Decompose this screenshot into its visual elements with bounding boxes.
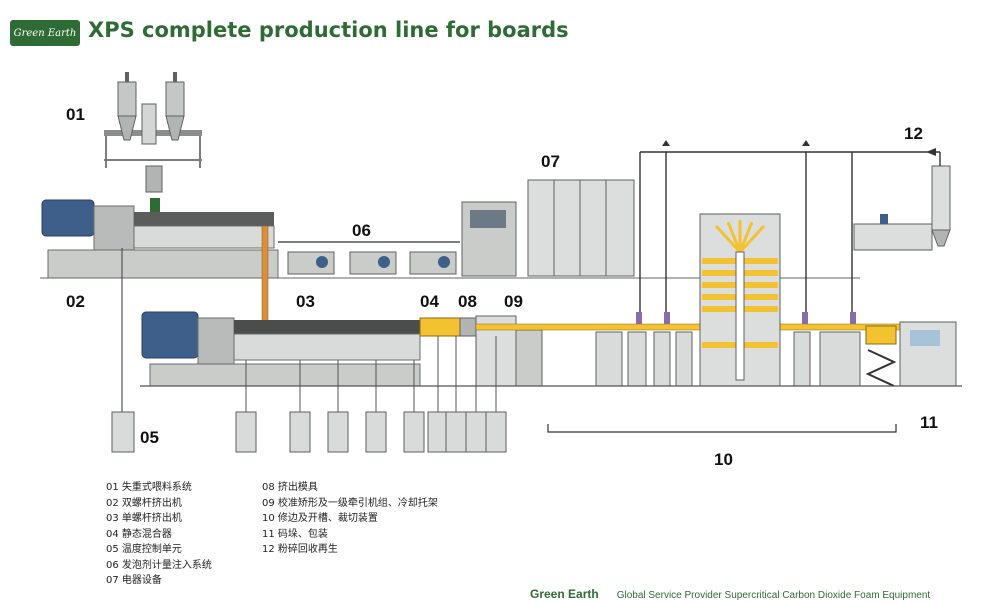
legend-item: 02 双螺杆挤出机 [106, 497, 182, 509]
single-screw-extruder [141, 311, 421, 387]
legend-item: 11 码垛、包装 [262, 528, 328, 540]
label-04: 04 [420, 292, 439, 311]
extrusion-die [459, 317, 477, 337]
label-07: 07 [541, 152, 560, 171]
cooling-rack [699, 213, 781, 387]
legend-item: 01 失重式喂料系统 [106, 482, 192, 493]
legend-right: 08 挤出模具 09 校准矫形及一级牵引机组、冷却托架 10 修边及开槽、裁切装… [262, 480, 438, 558]
section-10-bracket [547, 424, 897, 433]
label-12: 12 [904, 124, 923, 143]
label-05: 05 [140, 428, 159, 447]
legend-item: 05 温度控制单元 [106, 544, 182, 555]
recycling-line [639, 140, 951, 312]
legend-item: 04 静态混合器 [106, 528, 172, 540]
blowing-agent-dosing [278, 241, 460, 275]
feeder-system [104, 72, 202, 193]
label-11: 11 [920, 413, 938, 432]
trimming-cutting-stations [595, 312, 861, 387]
legend-left: 01 失重式喂料系统 02 双螺杆挤出机 03 单螺杆挤出机 04 静态混合器 … [106, 480, 212, 589]
logo-text: Green Earth [13, 27, 77, 39]
stacking-packing [865, 321, 957, 387]
legend-item: 09 校准矫形及一级牵引机组、冷却托架 [262, 497, 438, 509]
static-mixer [419, 317, 461, 337]
twin-screw-extruder [41, 198, 279, 279]
label-06: 06 [352, 221, 371, 240]
company-logo: Green Earth [10, 20, 80, 46]
product-board [475, 323, 901, 331]
label-09: 09 [504, 292, 523, 311]
electrical-cabinets [461, 179, 635, 277]
temperature-control-units [111, 248, 507, 453]
label-03: 03 [296, 292, 315, 311]
legend-item: 07 电器设备 [106, 575, 162, 586]
label-01: 01 [66, 105, 85, 124]
legend-item: 10 修边及开槽、裁切装置 [262, 513, 378, 524]
legend-item: 08 挤出模具 [262, 482, 318, 493]
label-10: 10 [714, 450, 733, 469]
footer-tagline: Global Service Provider Supercritical Ca… [616, 590, 931, 601]
footer-brand: Green Earth [530, 587, 599, 601]
legend-item: 03 单螺杆挤出机 [106, 513, 182, 524]
label-08: 08 [458, 292, 477, 311]
legend-item: 12 粉碎回收再生 [262, 544, 338, 555]
legend-item: 06 发泡剂计量注入系统 [106, 559, 212, 571]
label-02: 02 [66, 292, 85, 311]
page-title: XPS complete production line for boards [88, 18, 569, 42]
footer: Green Earth Global Service Provider Super… [530, 583, 930, 602]
